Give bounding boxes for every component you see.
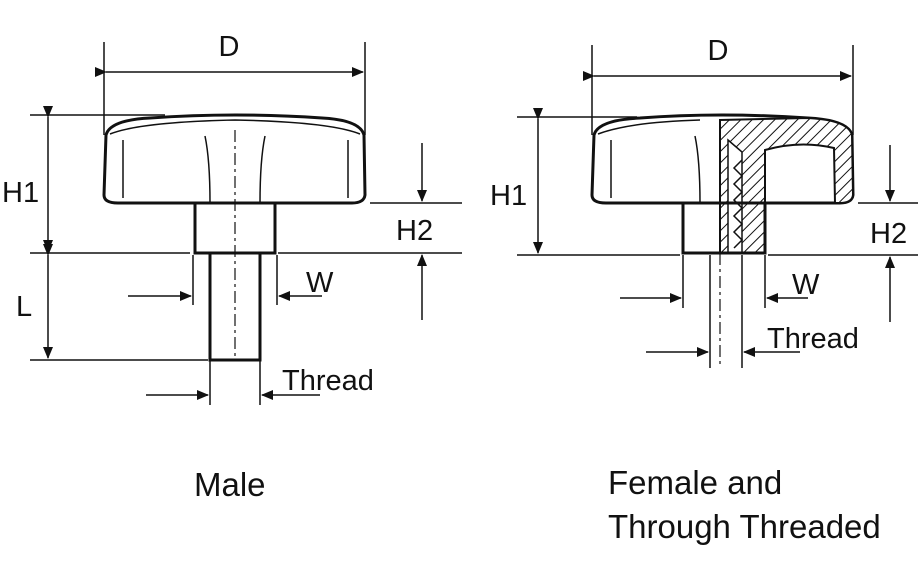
female-label-h2: H2: [870, 218, 907, 250]
male-caption: Male: [194, 466, 266, 503]
female-boss: [681, 201, 767, 255]
female-label-thread: Thread: [767, 323, 859, 355]
female-drawing: [517, 45, 918, 368]
male-label-h1: H1: [2, 177, 39, 209]
male-drawing: [30, 42, 462, 405]
female-caption-line2: Through Threaded: [608, 508, 881, 545]
male-labels: D H1 L H2 W Thread Male: [2, 31, 433, 503]
male-label-h2: H2: [396, 215, 433, 247]
male-label-w: W: [306, 267, 334, 299]
female-bore: [727, 138, 743, 254]
female-labels: D H1 H2 W Thread Female and Through Thre…: [490, 35, 907, 545]
female-label-h1: H1: [490, 180, 527, 212]
male-knob-shading: [109, 119, 361, 135]
female-label-w: W: [792, 269, 820, 301]
male-label-l: L: [16, 291, 32, 323]
female-caption-line1: Female and: [608, 464, 782, 501]
male-label-thread: Thread: [282, 365, 374, 397]
female-section-hatch: [719, 116, 855, 254]
male-label-d: D: [219, 31, 240, 63]
female-label-d: D: [708, 35, 729, 67]
